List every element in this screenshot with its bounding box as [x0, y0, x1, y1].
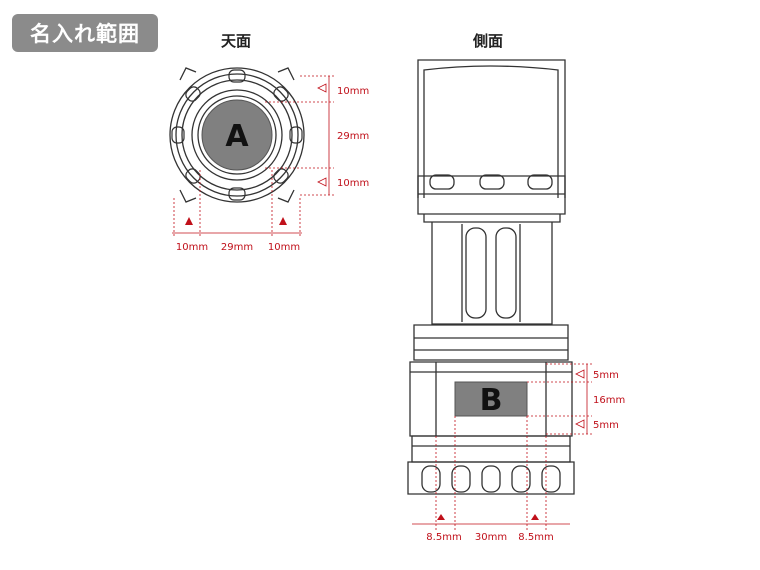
side-dim-bottom-3: 8.5mm: [518, 532, 553, 543]
side-right-dimension-lines: [527, 363, 592, 435]
zone-a-label: A: [225, 119, 249, 154]
top-dim-bottom-1: 10mm: [176, 242, 208, 253]
top-bottom-dimension-lines: [172, 170, 302, 238]
top-dim-right-2: 29mm: [337, 131, 369, 142]
zone-b-label: B: [480, 383, 503, 418]
side-bottom-dimension-lines: [412, 416, 570, 530]
side-view-drawing: [407, 59, 575, 495]
top-dim-right-3: 10mm: [337, 178, 369, 189]
top-right-dimension-lines: [265, 75, 334, 196]
side-view-title: 側面: [473, 32, 504, 50]
top-dim-right-1: 10mm: [337, 86, 369, 97]
top-view-title: 天面: [221, 32, 252, 50]
print-zone-a: [201, 99, 273, 171]
side-dim-right-3: 5mm: [593, 420, 619, 431]
side-marker-left: [437, 514, 445, 520]
print-area-badge: 名入れ範囲: [12, 14, 158, 52]
side-marker-right: [531, 514, 539, 520]
top-view-drawing: [169, 67, 305, 203]
top-marker-left: [185, 217, 193, 225]
side-dim-right-1: 5mm: [593, 370, 619, 381]
top-dim-bottom-2: 29mm: [221, 242, 253, 253]
top-marker-right: [279, 217, 287, 225]
side-dim-bottom-2: 30mm: [475, 532, 507, 543]
print-zone-b: [454, 381, 528, 417]
side-dim-bottom-1: 8.5mm: [426, 532, 461, 543]
top-dim-bottom-3: 10mm: [268, 242, 300, 253]
side-dim-right-2: 16mm: [593, 395, 625, 406]
